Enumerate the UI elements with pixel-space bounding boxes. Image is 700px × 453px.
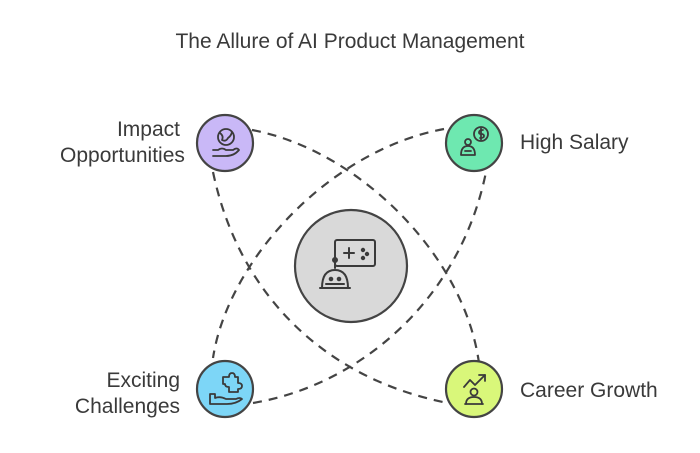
connector-lines <box>211 127 488 405</box>
label-challenges-line-1: Exciting <box>106 369 180 392</box>
label-impact-line-1: Impact <box>116 118 180 141</box>
label-challenges: Exciting Challenges <box>60 368 180 420</box>
node-challenges <box>195 359 255 419</box>
center-node <box>293 208 409 324</box>
money-person-icon <box>460 126 489 156</box>
diagram-title: The Allure of AI Product Management <box>175 30 525 53</box>
label-impact: Impact Opportunities <box>60 117 185 169</box>
growth-arrow-icon <box>463 374 486 405</box>
puzzle-hand-icon <box>209 372 243 405</box>
label-growth-line-1: Career Growth <box>520 379 658 402</box>
connector-growth-loop <box>211 171 449 405</box>
node-impact <box>195 113 255 173</box>
label-salary-line-1: High Salary <box>520 131 629 154</box>
label-growth: Career Growth <box>520 378 690 404</box>
robot-game-controller-icon <box>319 239 376 289</box>
label-impact-line-2: Opportunities <box>60 144 185 167</box>
globe-hand-icon <box>212 128 240 157</box>
connector-salary-to-challenges <box>211 127 445 359</box>
node-salary <box>444 113 504 173</box>
connector-impact-to-growth <box>251 128 482 373</box>
connector-challenges-loop <box>252 171 488 405</box>
label-salary: High Salary <box>520 130 680 156</box>
label-challenges-line-2: Challenges <box>74 395 180 418</box>
node-growth <box>444 359 504 419</box>
